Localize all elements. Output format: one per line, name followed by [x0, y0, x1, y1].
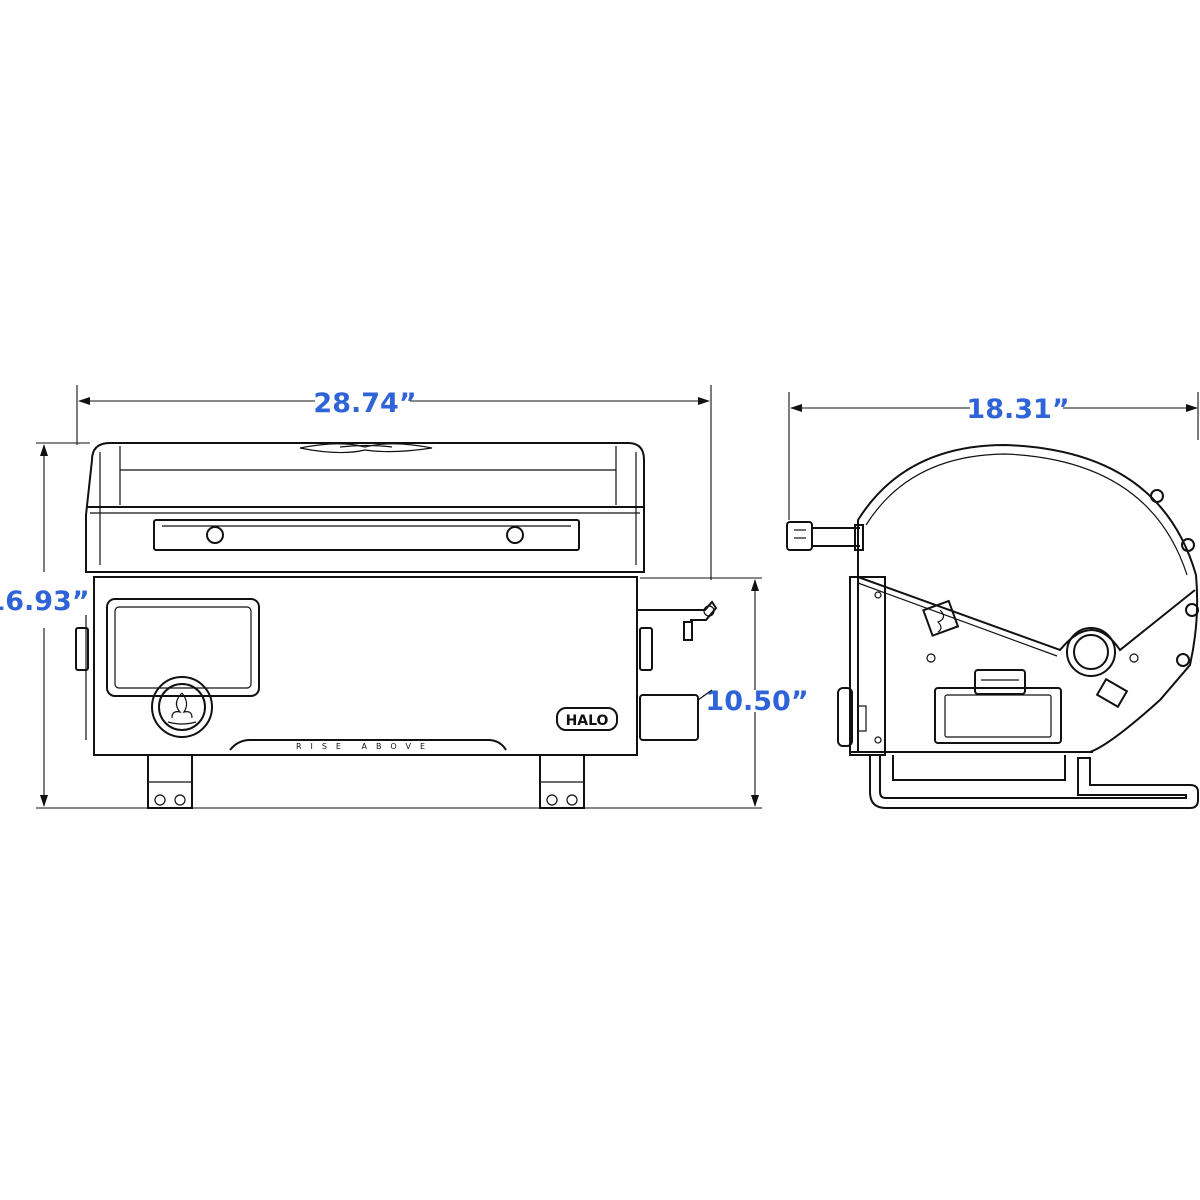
front-window — [106, 598, 260, 697]
left-leg — [147, 754, 193, 809]
right-latch — [639, 627, 653, 671]
right-leg — [539, 754, 585, 809]
left-latch — [75, 627, 89, 671]
width-dimension-label: 28.74” — [313, 388, 416, 419]
side-switch-box — [1095, 677, 1129, 709]
body-height-dimension-label: 10.50” — [705, 686, 808, 717]
side-flame-indicator-icon — [922, 599, 960, 637]
side-pocket — [934, 669, 1062, 744]
front-view-grill: HALO RISE ABOVE — [75, 442, 718, 809]
dimension-lines — [36, 385, 1199, 809]
brand-logo-text: HALO — [566, 713, 609, 729]
depth-dimension-label: 18.31” — [966, 394, 1069, 425]
lid-handle — [153, 519, 580, 551]
side-view-grill — [786, 443, 1199, 809]
brand-badge — [556, 707, 618, 731]
side-axle — [1066, 627, 1116, 677]
control-knob — [151, 676, 213, 738]
flame-icon — [171, 692, 193, 719]
side-lid-handle — [786, 521, 864, 551]
lid-emblem-icon — [299, 443, 433, 454]
overall-height-dimension-label: 16.93” — [0, 586, 90, 617]
side-hopper — [639, 694, 699, 741]
tagline-text: RISE ABOVE — [296, 742, 434, 751]
